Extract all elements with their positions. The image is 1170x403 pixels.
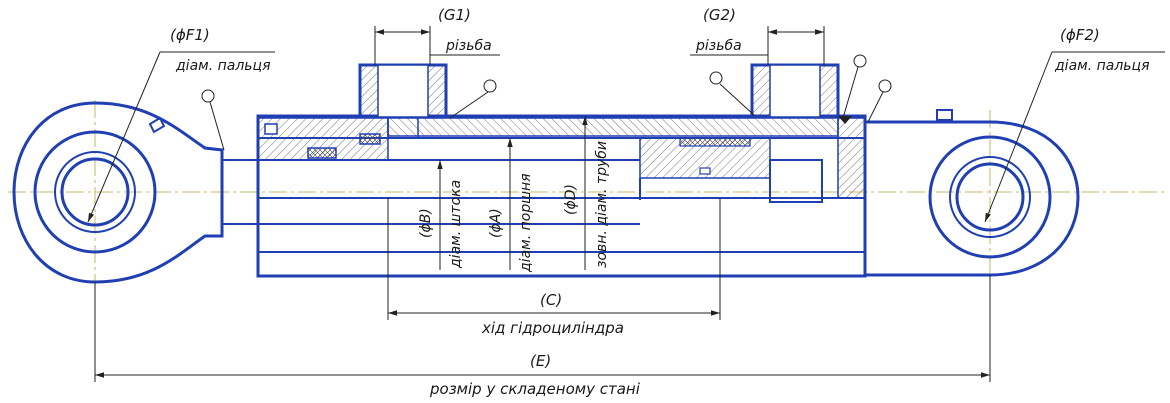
label-d: (ϕD): [563, 184, 579, 215]
label-f1-desc: діам. пальця: [175, 58, 271, 74]
label-g1-desc: різьба: [445, 38, 492, 54]
label-f1: (ϕF1): [170, 26, 210, 44]
label-f2-desc: діам. пальця: [1054, 58, 1150, 74]
left-rod-eye: [12, 101, 258, 284]
label-a: (ϕA): [488, 208, 504, 238]
label-g1: (G1): [438, 6, 471, 24]
label-d-desc: зовн. діам. труби: [594, 141, 610, 268]
label-e-desc: розмір у складеному стані: [429, 380, 641, 398]
label-e: (E): [530, 352, 551, 370]
port-g1: [358, 63, 448, 138]
port-g2: [750, 63, 852, 124]
label-c: (C): [540, 291, 562, 309]
cylinder-tube: [256, 114, 867, 278]
callout-circles: [201, 54, 892, 103]
label-g2-desc: різьба: [695, 38, 742, 54]
dimension-lines: [87, 26, 1165, 382]
label-c-desc: хід гідроциліндра: [481, 319, 624, 337]
label-b-desc: діам. штока: [448, 180, 464, 269]
label-a-desc: діам. поршня: [518, 173, 534, 273]
label-g2: (G2): [703, 6, 736, 24]
label-b: (ϕB): [418, 208, 434, 238]
right-clevis-eye: [863, 109, 1080, 277]
label-f2: (ϕF2): [1060, 26, 1100, 44]
